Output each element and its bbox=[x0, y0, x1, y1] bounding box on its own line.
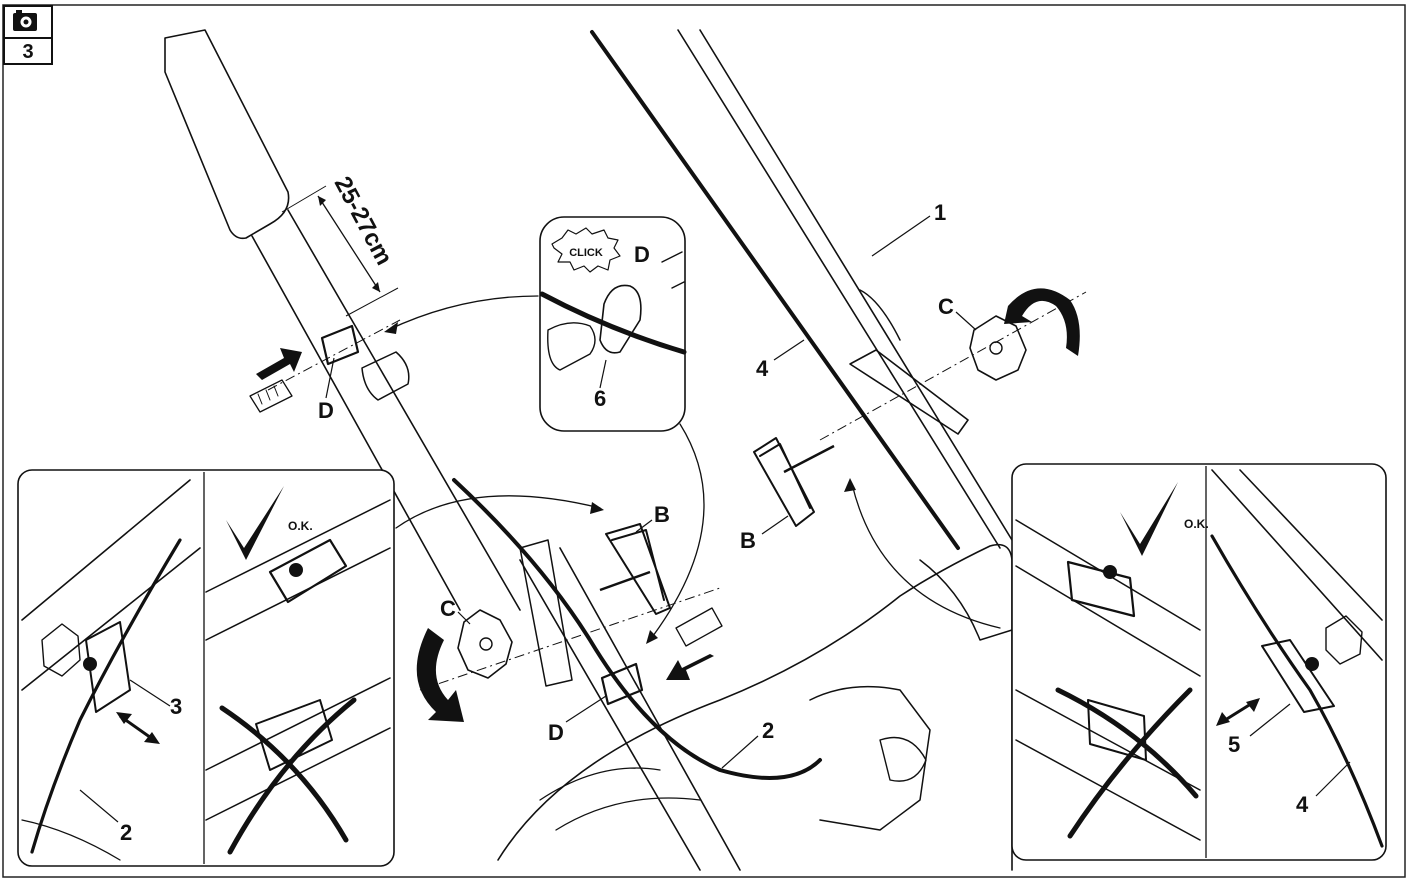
rotate-arrow-lower bbox=[416, 628, 464, 722]
label-b-upper: B bbox=[740, 528, 756, 553]
push-arrow-lower bbox=[666, 654, 714, 680]
right-detail-inset: O.K. 5 4 bbox=[1011, 463, 1387, 861]
knob-c-upper bbox=[969, 315, 1027, 381]
step-number: 3 bbox=[22, 41, 33, 63]
double-arrow-icon-right bbox=[1216, 698, 1260, 726]
camera-icon bbox=[13, 10, 37, 31]
label-3: 3 bbox=[170, 694, 182, 719]
click-text: CLICK bbox=[569, 247, 603, 259]
label-d-upper: D bbox=[318, 398, 334, 423]
bolt-b-lower bbox=[605, 523, 671, 615]
cable-right bbox=[590, 30, 960, 550]
label-d-detail: D bbox=[634, 242, 650, 267]
checkmark-icon-right bbox=[1120, 482, 1178, 556]
ok-text-right: O.K. bbox=[1184, 517, 1209, 531]
label-2-left: 2 bbox=[120, 820, 132, 845]
knob-c-lower bbox=[457, 609, 513, 679]
mower-body bbox=[497, 543, 1013, 871]
label-2-center: 2 bbox=[762, 718, 774, 743]
label-1: 1 bbox=[934, 200, 946, 225]
cross-icon bbox=[219, 697, 357, 855]
push-arrow-left bbox=[256, 348, 302, 380]
left-detail-inset: 3 2 O.K. bbox=[17, 469, 395, 867]
handle-grip bbox=[164, 29, 290, 240]
label-4-center: 4 bbox=[756, 356, 769, 381]
label-4-right: 4 bbox=[1296, 792, 1309, 817]
rotate-arrow-upper bbox=[1004, 288, 1080, 356]
cable-main bbox=[452, 478, 822, 780]
click-detail-inset: CLICK D 6 bbox=[539, 216, 687, 432]
ok-text-left: O.K. bbox=[288, 519, 313, 533]
label-5: 5 bbox=[1228, 732, 1240, 757]
label-c-lower: C bbox=[440, 596, 456, 621]
label-6: 6 bbox=[594, 386, 606, 411]
upper-tube-left bbox=[251, 209, 521, 611]
lower-tube-left bbox=[519, 547, 741, 871]
label-d-lower: D bbox=[548, 720, 564, 745]
step-badge: 3 bbox=[3, 5, 53, 65]
label-c-upper: C bbox=[938, 294, 954, 319]
double-arrow-icon bbox=[116, 712, 160, 744]
click-burst bbox=[551, 227, 621, 273]
upper-tube-right bbox=[677, 29, 1013, 549]
cross-icon-right bbox=[1055, 687, 1199, 839]
bolt-b-upper bbox=[753, 437, 815, 527]
label-b-lower: B bbox=[654, 502, 670, 527]
